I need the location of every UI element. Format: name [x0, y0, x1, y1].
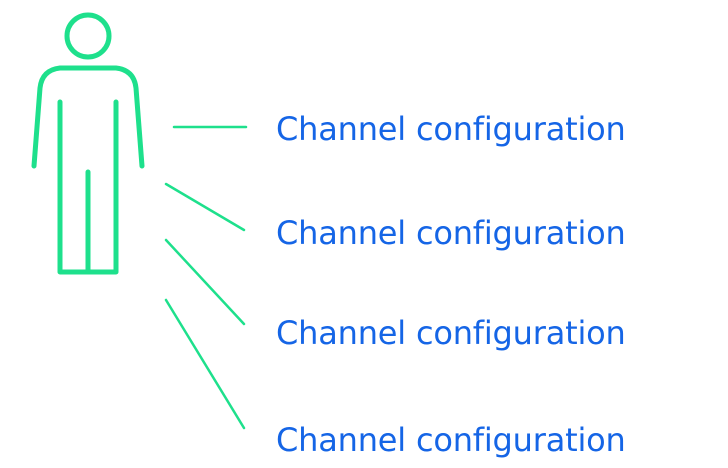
connector-lines	[164, 125, 248, 430]
person-arms	[31, 65, 145, 169]
channel-label: Channel configuration	[276, 214, 626, 252]
channel-label: Channel configuration	[276, 314, 626, 352]
connector-line	[164, 238, 246, 326]
channel-label: Channel configuration	[276, 110, 626, 148]
person-head	[64, 12, 112, 60]
connector-line	[164, 182, 246, 232]
person-icon	[31, 12, 145, 275]
channel-label: Channel configuration	[276, 421, 626, 459]
connector-line	[164, 298, 246, 430]
